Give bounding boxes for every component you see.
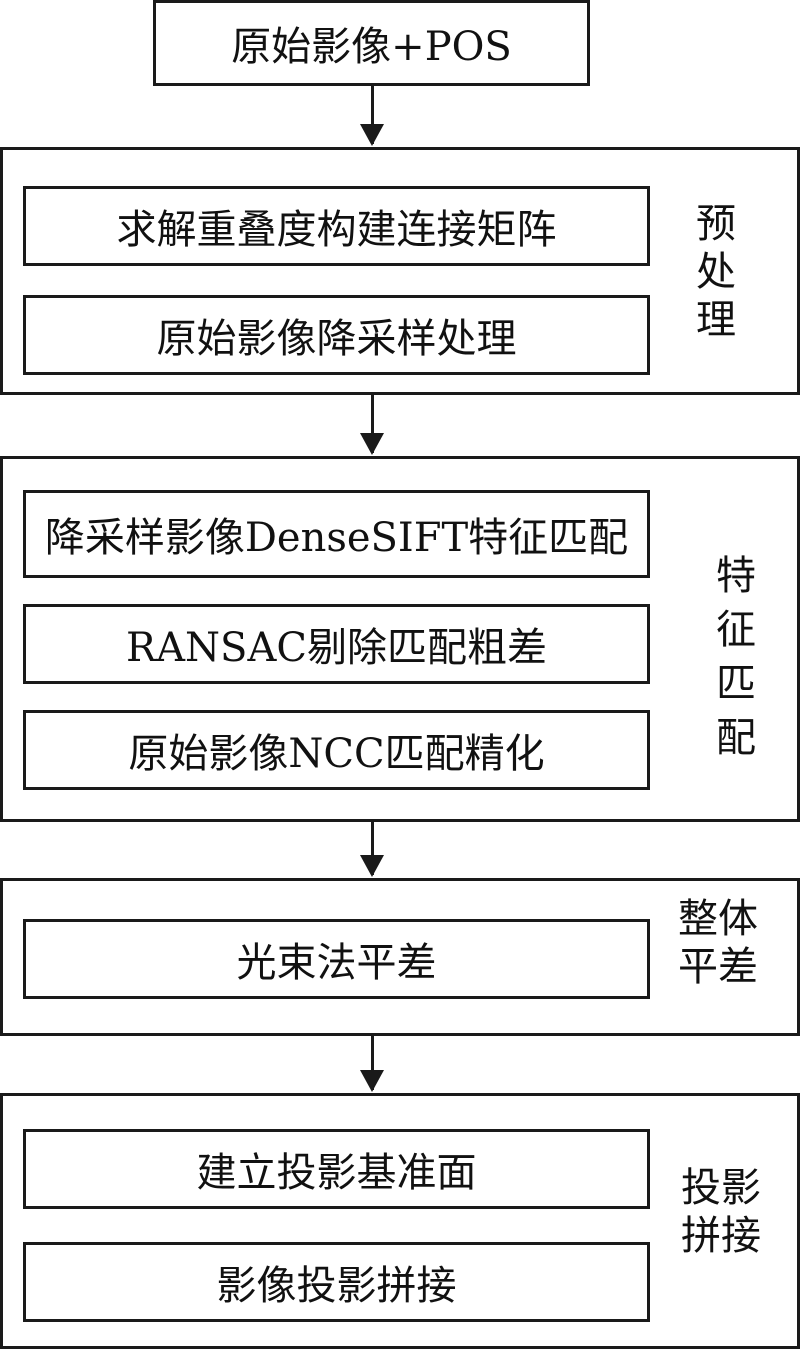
start-node-label: 原始影像+POS: [231, 24, 512, 70]
step-ncc-refine-label: 原始影像NCC匹配精化: [128, 731, 545, 777]
stage-preprocess-label: 预 处 理: [696, 201, 736, 343]
stage-feature-matching: 降采样影像DenseSIFT特征匹配 RANSAC剔除匹配粗差 原始影像NCC匹…: [0, 456, 800, 822]
arrow-adjustment-to-mosaic: [360, 1036, 384, 1092]
stage-projection-mosaic-label: 投影 拼接: [681, 1165, 761, 1259]
step-bundle-adjustment-label: 光束法平差: [236, 940, 437, 986]
step-overlap-matrix: 求解重叠度构建连接矩阵: [23, 186, 650, 266]
step-ransac-label: RANSAC剔除匹配粗差: [126, 625, 547, 671]
start-node: 原始影像+POS: [153, 0, 590, 86]
step-densesift-matching: 降采样影像DenseSIFT特征匹配: [23, 490, 650, 578]
step-image-mosaic-label: 影像投影拼接: [216, 1263, 457, 1309]
stage-bundle-adjustment: 光束法平差 整体 平差: [0, 878, 800, 1036]
step-image-mosaic: 影像投影拼接: [23, 1242, 650, 1322]
step-ransac: RANSAC剔除匹配粗差: [23, 604, 650, 684]
stage-projection-mosaic: 建立投影基准面 影像投影拼接 投影 拼接: [0, 1093, 800, 1349]
step-bundle-adjustment: 光束法平差: [23, 919, 650, 999]
step-downsample-label: 原始影像降采样处理: [156, 316, 517, 362]
stage-feature-matching-label: 特 征 匹 配: [716, 553, 756, 761]
arrow-preprocess-to-matching: [360, 395, 384, 455]
arrow-matching-to-adjustment: [360, 822, 384, 877]
step-densesift-matching-label: 降采样影像DenseSIFT特征匹配: [44, 515, 629, 561]
step-projection-plane: 建立投影基准面: [23, 1129, 650, 1209]
step-projection-plane-label: 建立投影基准面: [196, 1150, 477, 1196]
step-ncc-refine: 原始影像NCC匹配精化: [23, 710, 650, 790]
step-overlap-matrix-label: 求解重叠度构建连接矩阵: [116, 207, 557, 253]
stage-bundle-adjustment-label: 整体 平差: [678, 896, 758, 990]
arrow-start-to-preprocess: [360, 86, 384, 146]
stage-preprocess: 求解重叠度构建连接矩阵 原始影像降采样处理 预 处 理: [0, 147, 800, 395]
step-downsample: 原始影像降采样处理: [23, 295, 650, 375]
